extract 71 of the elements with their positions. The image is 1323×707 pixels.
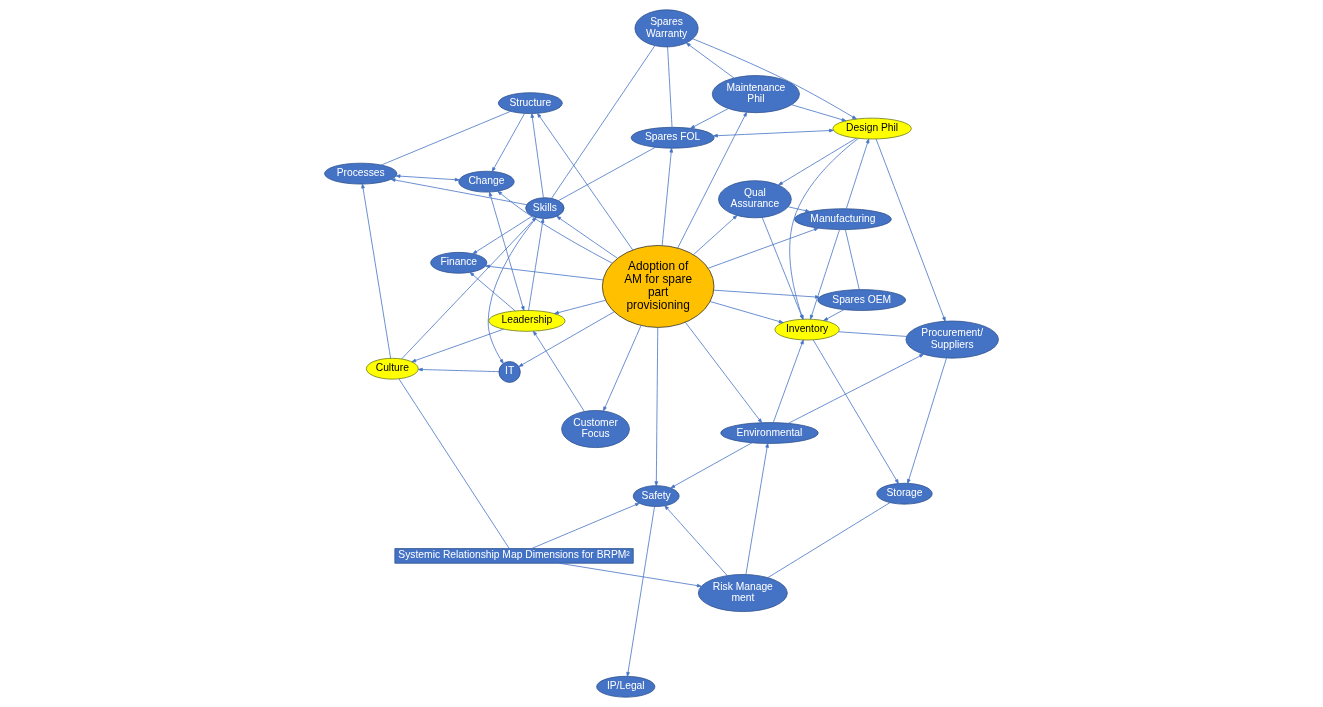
- node-ellipse: Spares OEM: [817, 289, 907, 311]
- arrow: [390, 178, 527, 206]
- arrow: [823, 309, 845, 321]
- arrow: [491, 113, 525, 172]
- arrow: [875, 138, 946, 322]
- arrow: [469, 271, 516, 312]
- arrow: [812, 339, 899, 484]
- arrow: [787, 353, 924, 424]
- connector: [380, 110, 511, 166]
- connector: [558, 146, 656, 202]
- node-ellipse: Adoption of AM for spare part provisioning: [601, 245, 715, 328]
- connector: [667, 46, 673, 128]
- node-ellipse: Environmental: [720, 422, 819, 444]
- arrow: [789, 137, 859, 320]
- node-ellipse: IP/Legal: [596, 675, 656, 698]
- arrow: [907, 357, 947, 484]
- node-ellipse: Maintenance Phil: [711, 75, 800, 114]
- arrow: [677, 111, 748, 249]
- arrow: [472, 215, 533, 255]
- arrow: [603, 325, 642, 412]
- arrow: [558, 562, 702, 588]
- arrow: [772, 339, 804, 423]
- arrow: [554, 299, 606, 315]
- arrow: [497, 190, 613, 264]
- arrow: [713, 289, 820, 299]
- arrow: [487, 217, 537, 364]
- arrow: [556, 215, 618, 259]
- arrow: [685, 42, 735, 79]
- arrow: [787, 206, 810, 213]
- arrow: [626, 506, 655, 677]
- arrow: [845, 138, 870, 210]
- arrow: [485, 264, 604, 281]
- arrow: [761, 216, 804, 320]
- arrow: [661, 147, 673, 247]
- arrow: [685, 321, 763, 424]
- arrow: [690, 108, 729, 129]
- node-box: Systemic Relationship Map Dimensions for BRPM²: [394, 548, 634, 564]
- connector: [767, 502, 891, 578]
- connector: [844, 229, 860, 291]
- node-ellipse: Customer Focus: [561, 410, 630, 448]
- arrow: [809, 229, 840, 320]
- arrow: [537, 113, 634, 251]
- arrow: [395, 174, 460, 182]
- node-circle: IT: [498, 361, 521, 383]
- connector: [398, 378, 510, 549]
- arrow: [692, 38, 857, 120]
- arrow: [713, 128, 834, 138]
- arrow: [670, 442, 753, 489]
- arrow: [654, 327, 659, 487]
- arrow: [488, 191, 525, 311]
- node-ellipse: Change: [458, 170, 515, 193]
- arrow: [692, 215, 738, 256]
- node-ellipse: Storage: [876, 482, 933, 505]
- arrow: [530, 113, 544, 199]
- connector: [838, 331, 907, 337]
- node-ellipse: Structure: [497, 92, 563, 114]
- arrow: [778, 137, 857, 186]
- arrow: [791, 104, 847, 122]
- connector: [551, 45, 656, 199]
- arrow: [411, 328, 504, 363]
- arrow: [709, 301, 784, 324]
- arrow: [418, 367, 500, 373]
- arrow: [518, 311, 615, 367]
- arrow: [531, 502, 640, 549]
- arrow: [401, 217, 537, 360]
- arrow: [528, 218, 545, 311]
- arrow: [533, 330, 585, 412]
- arrow: [664, 505, 728, 576]
- arrow: [745, 443, 769, 575]
- arrow: [361, 183, 392, 359]
- arrow: [707, 227, 819, 269]
